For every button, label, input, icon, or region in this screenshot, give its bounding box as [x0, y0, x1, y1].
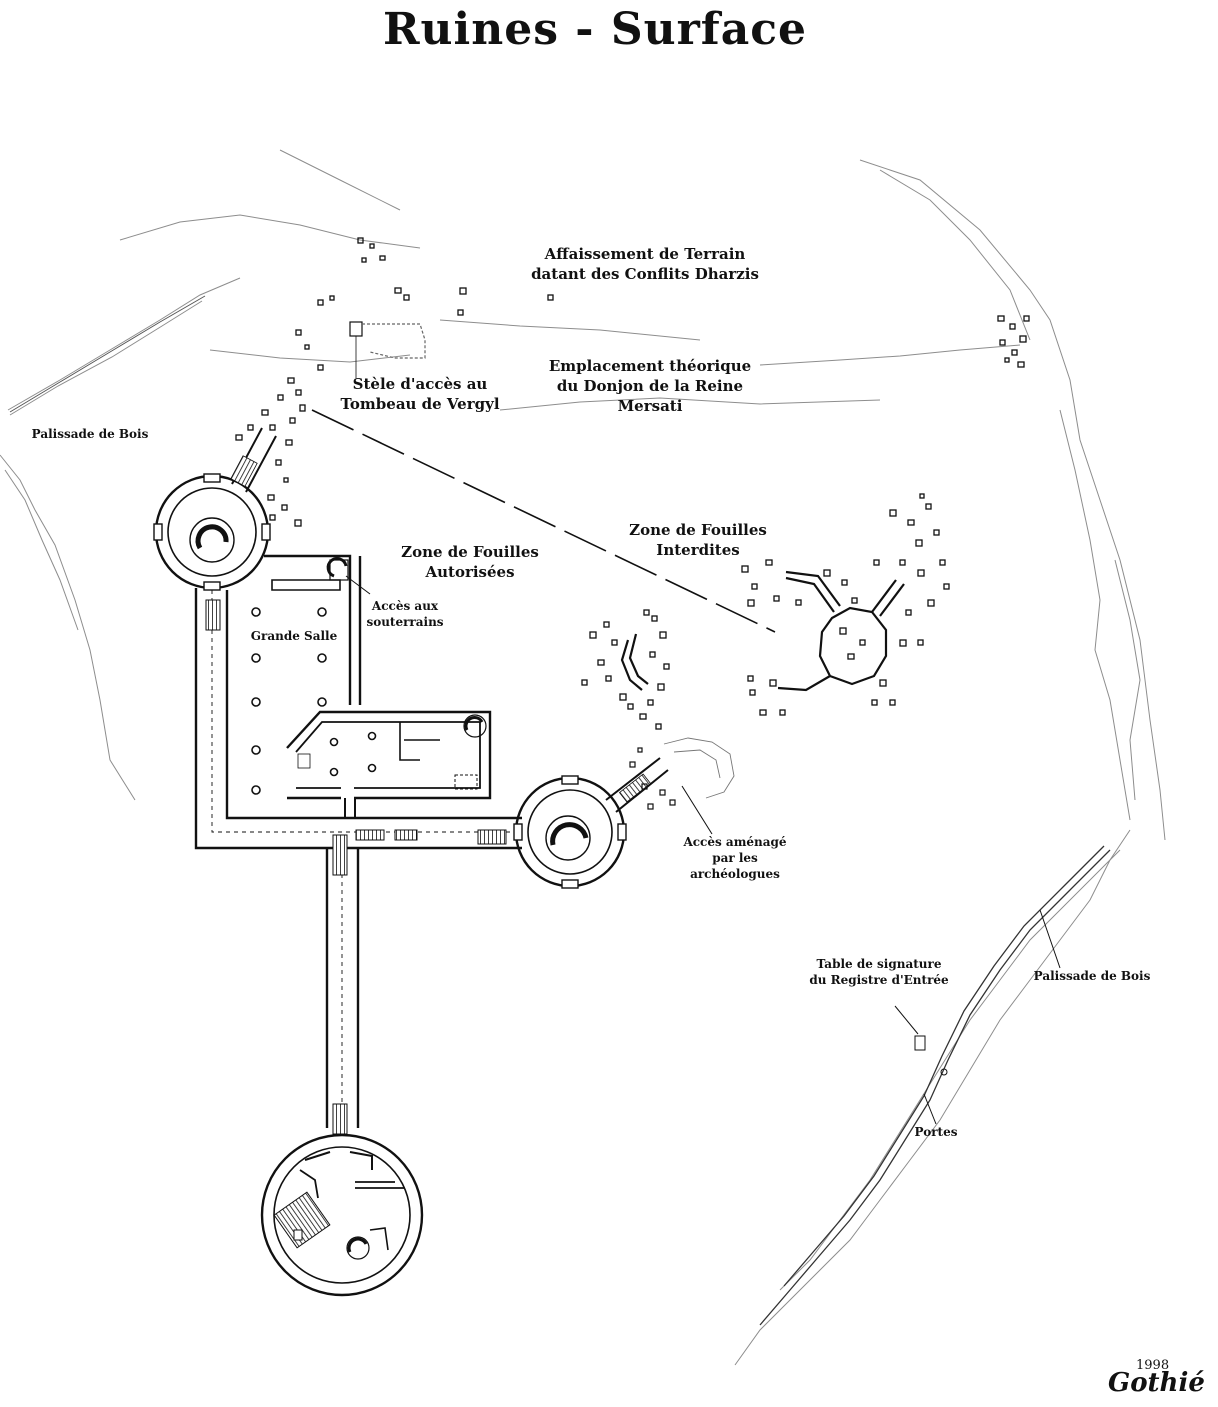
label-acces-amenage-line3: archéologues	[690, 867, 780, 881]
map-title: Ruines - Surface	[382, 4, 808, 55]
rubble-east-access	[629, 737, 735, 810]
castle-walls	[194, 554, 522, 1128]
label-acces-souterrains-line2: souterrains	[366, 615, 444, 629]
label-zone-interdites-line2: Interdites	[656, 541, 740, 559]
stele-structure	[349, 321, 426, 378]
label-stele-line1: Stèle d'accès au	[352, 375, 488, 393]
palissade-left-line	[9, 295, 206, 413]
signature-year: 1998	[1136, 1358, 1170, 1373]
terrain-lines	[0, 149, 1166, 1366]
label-stele: Stèle d'accès au Tombeau de Vergyl	[330, 374, 510, 414]
label-portes: Portes	[914, 1125, 958, 1139]
label-table-signature-line1: Table de signature	[816, 957, 942, 971]
label-stele-line2: Tombeau de Vergyl	[340, 395, 500, 413]
ruin-middle	[581, 609, 670, 730]
label-palissade-right: Palissade de Bois	[1033, 969, 1151, 983]
label-emplacement-line3: Mersati	[617, 397, 683, 415]
callout-lines	[345, 575, 713, 835]
label-palissade-left: Palissade de Bois	[31, 427, 149, 441]
label-acces-amenage-line2: par les	[712, 851, 758, 865]
label-emplacement-line1: Emplacement théorique	[548, 357, 752, 375]
label-table-signature-line2: du Registre d'Entrée	[809, 973, 949, 987]
label-table-signature: Table de signature du Registre d'Entrée	[796, 956, 962, 988]
label-zone-interdites: Zone de Fouilles Interdites	[618, 520, 778, 560]
boundary-line	[311, 409, 776, 633]
signature-name: Gothié	[1108, 1368, 1205, 1398]
tower-south	[260, 1133, 424, 1297]
label-affaissement: Affaissement de Terrain datant des Confl…	[520, 244, 770, 284]
label-zone-interdites-line1: Zone de Fouilles	[629, 521, 767, 539]
label-acces-amenage: Accès aménagé par les archéologues	[672, 834, 798, 882]
spiral-stairs-small	[326, 557, 487, 738]
label-affaissement-line2: datant des Conflits Dharzis	[531, 265, 759, 283]
columns	[251, 607, 377, 795]
tower-east	[513, 757, 669, 889]
tower-northwest	[153, 427, 277, 591]
palissade-right-line	[759, 845, 1111, 1326]
label-zone-autorisees: Zone de Fouilles Autorisées	[390, 542, 550, 582]
label-affaissement-line1: Affaissement de Terrain	[544, 245, 746, 263]
label-acces-amenage-line1: Accès aménagé	[683, 835, 787, 849]
label-acces-souterrains: Accès aux souterrains	[360, 598, 450, 630]
label-zone-autorisees-line2: Autorisées	[425, 563, 515, 581]
ruin-forbidden-zone	[741, 493, 950, 716]
table-marker	[894, 909, 1061, 1125]
label-acces-souterrains-line1: Accès aux	[371, 599, 439, 613]
rubble-stele	[235, 237, 1030, 527]
stairs	[205, 599, 507, 1135]
label-emplacement-line2: du Donjon de la Reine	[556, 377, 744, 395]
label-grande-salle: Grande Salle	[250, 629, 338, 643]
label-zone-autorisees-line1: Zone de Fouilles	[401, 543, 539, 561]
label-emplacement: Emplacement théorique du Donjon de la Re…	[540, 356, 760, 416]
